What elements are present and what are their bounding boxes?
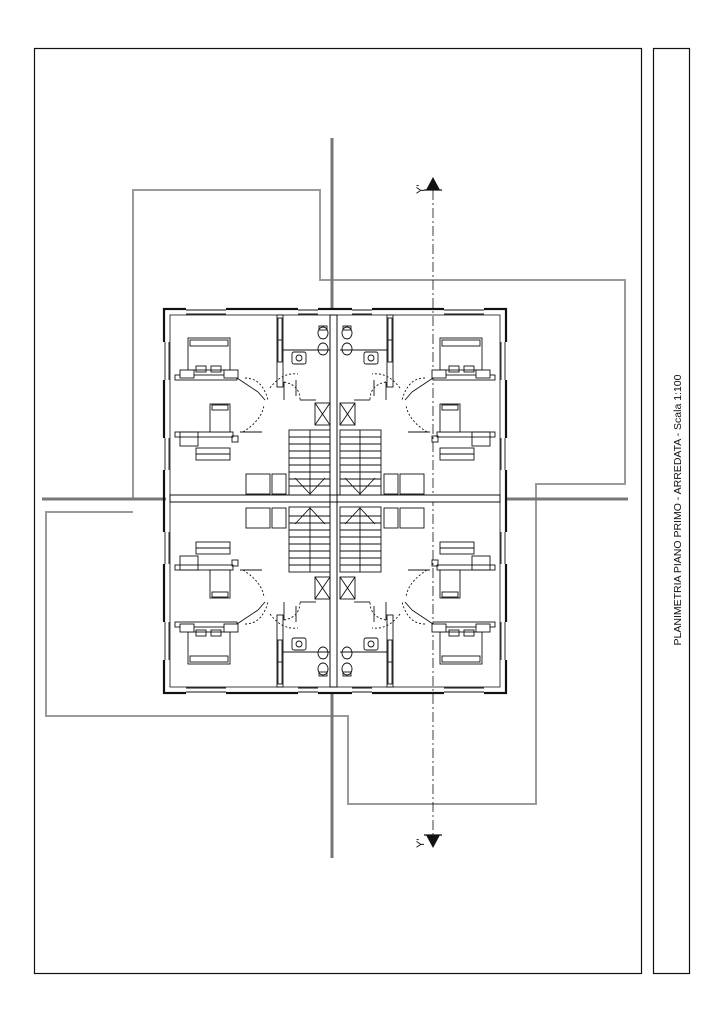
section-label-top: Y' bbox=[415, 185, 427, 194]
section-label-bottom: Y' bbox=[415, 839, 427, 848]
dwelling-unit-bottom-left bbox=[162, 505, 332, 695]
drawing-frame bbox=[33, 47, 643, 975]
dwelling-unit-bottom-right bbox=[338, 505, 508, 695]
section-line: Y' Y' bbox=[415, 177, 442, 848]
dwelling-unit-top-right bbox=[338, 307, 508, 497]
title-block-text: PLANIMETRIA PIANO PRIMO - ARREDATA - Sca… bbox=[672, 374, 684, 645]
section-arrow-bottom bbox=[426, 835, 440, 848]
title-block-frame bbox=[652, 47, 691, 975]
dwelling-unit bbox=[162, 307, 331, 496]
section-arrow-top bbox=[426, 177, 440, 190]
axis-lines bbox=[42, 138, 628, 858]
site-outline bbox=[45, 189, 626, 805]
building-plan bbox=[162, 307, 508, 695]
